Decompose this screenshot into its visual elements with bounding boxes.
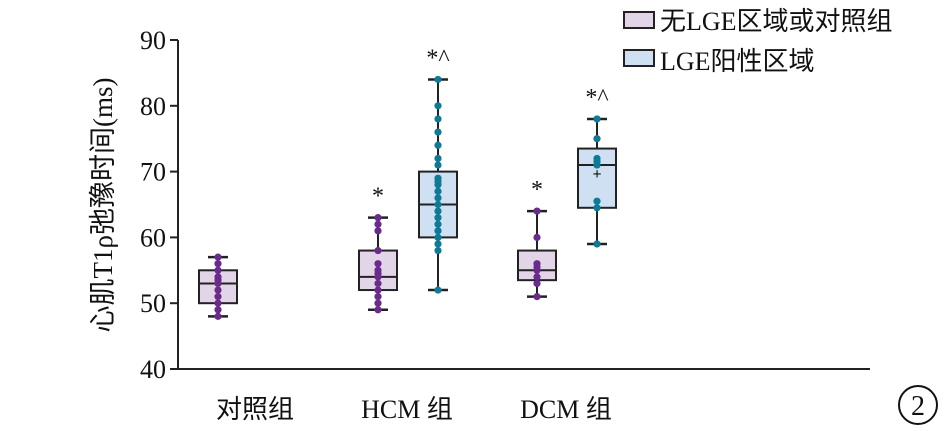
- y-tick-label: 70: [140, 158, 166, 187]
- data-point: [533, 266, 541, 274]
- data-point: [214, 253, 222, 261]
- data-point: [214, 266, 222, 274]
- data-point: [434, 102, 442, 110]
- data-point: [434, 240, 442, 248]
- panel-number: 2: [898, 385, 938, 425]
- data-point: [434, 227, 442, 235]
- data-point: [374, 279, 382, 288]
- x-tick-label: HCM 组: [361, 395, 453, 424]
- data-point: [533, 273, 541, 281]
- y-tick-label: 80: [140, 92, 166, 121]
- legend-swatch-lge: [623, 49, 655, 67]
- data-point: [374, 306, 382, 314]
- data-point: [434, 200, 442, 209]
- x-tick-label: 对照组: [216, 395, 294, 424]
- data-point: [434, 207, 442, 215]
- data-point: [374, 273, 382, 281]
- legend-swatch-no-lge: [623, 11, 655, 29]
- data-point: [374, 220, 382, 228]
- data-point: [374, 299, 382, 307]
- data-point: [533, 293, 541, 301]
- data-point: [374, 227, 382, 235]
- data-point: [214, 312, 222, 320]
- data-point: [533, 233, 541, 241]
- significance-annotation: *: [372, 184, 384, 210]
- data-point: [434, 286, 442, 294]
- data-point: [593, 204, 601, 212]
- svg-text:2: 2: [911, 391, 925, 422]
- data-point: [434, 115, 442, 123]
- data-point: [434, 154, 442, 163]
- data-point: [593, 197, 601, 205]
- data-point: [434, 187, 442, 195]
- data-point: [434, 161, 442, 169]
- data-point: [593, 161, 601, 169]
- data-point: [434, 194, 442, 202]
- data-point: [374, 286, 382, 294]
- data-point: [374, 246, 382, 255]
- data-point: [214, 306, 222, 314]
- data-point: [593, 115, 601, 123]
- data-point: [374, 260, 382, 268]
- y-tick-label: 60: [140, 223, 166, 252]
- data-point: [434, 214, 442, 222]
- data-point: [434, 181, 442, 189]
- significance-annotation: *^: [426, 45, 449, 71]
- data-point: [434, 128, 442, 136]
- data-point: [593, 240, 601, 248]
- y-tick-label: 90: [140, 26, 166, 55]
- data-point: [533, 279, 541, 288]
- data-point: [214, 279, 222, 288]
- data-point: [374, 214, 382, 222]
- data-point: [214, 299, 222, 307]
- y-tick-label: 50: [140, 289, 166, 318]
- data-point: [434, 75, 442, 84]
- legend-label-lge: LGE阳性区域: [660, 47, 815, 76]
- data-point: [214, 293, 222, 301]
- significance-annotation: *: [531, 177, 543, 203]
- significance-annotation: *^: [585, 85, 608, 111]
- legend: 无LGE区域或对照组 LGE阳性区域: [623, 7, 893, 76]
- data-point: [593, 135, 601, 143]
- data-point: [214, 260, 222, 268]
- data-point: [214, 286, 222, 294]
- data-point: [434, 233, 442, 241]
- data-point: [533, 207, 541, 215]
- y-axis-label: 心肌T1ρ弛豫时间(ms): [88, 78, 118, 333]
- data-point: [434, 246, 442, 255]
- data-point: [374, 293, 382, 301]
- data-point: [434, 141, 442, 149]
- mean-marker: +: [592, 166, 601, 183]
- y-tick-label: 40: [140, 355, 166, 384]
- x-tick-label: DCM 组: [520, 395, 612, 424]
- data-point: [434, 220, 442, 228]
- legend-label-no-lge: 无LGE区域或对照组: [660, 7, 893, 36]
